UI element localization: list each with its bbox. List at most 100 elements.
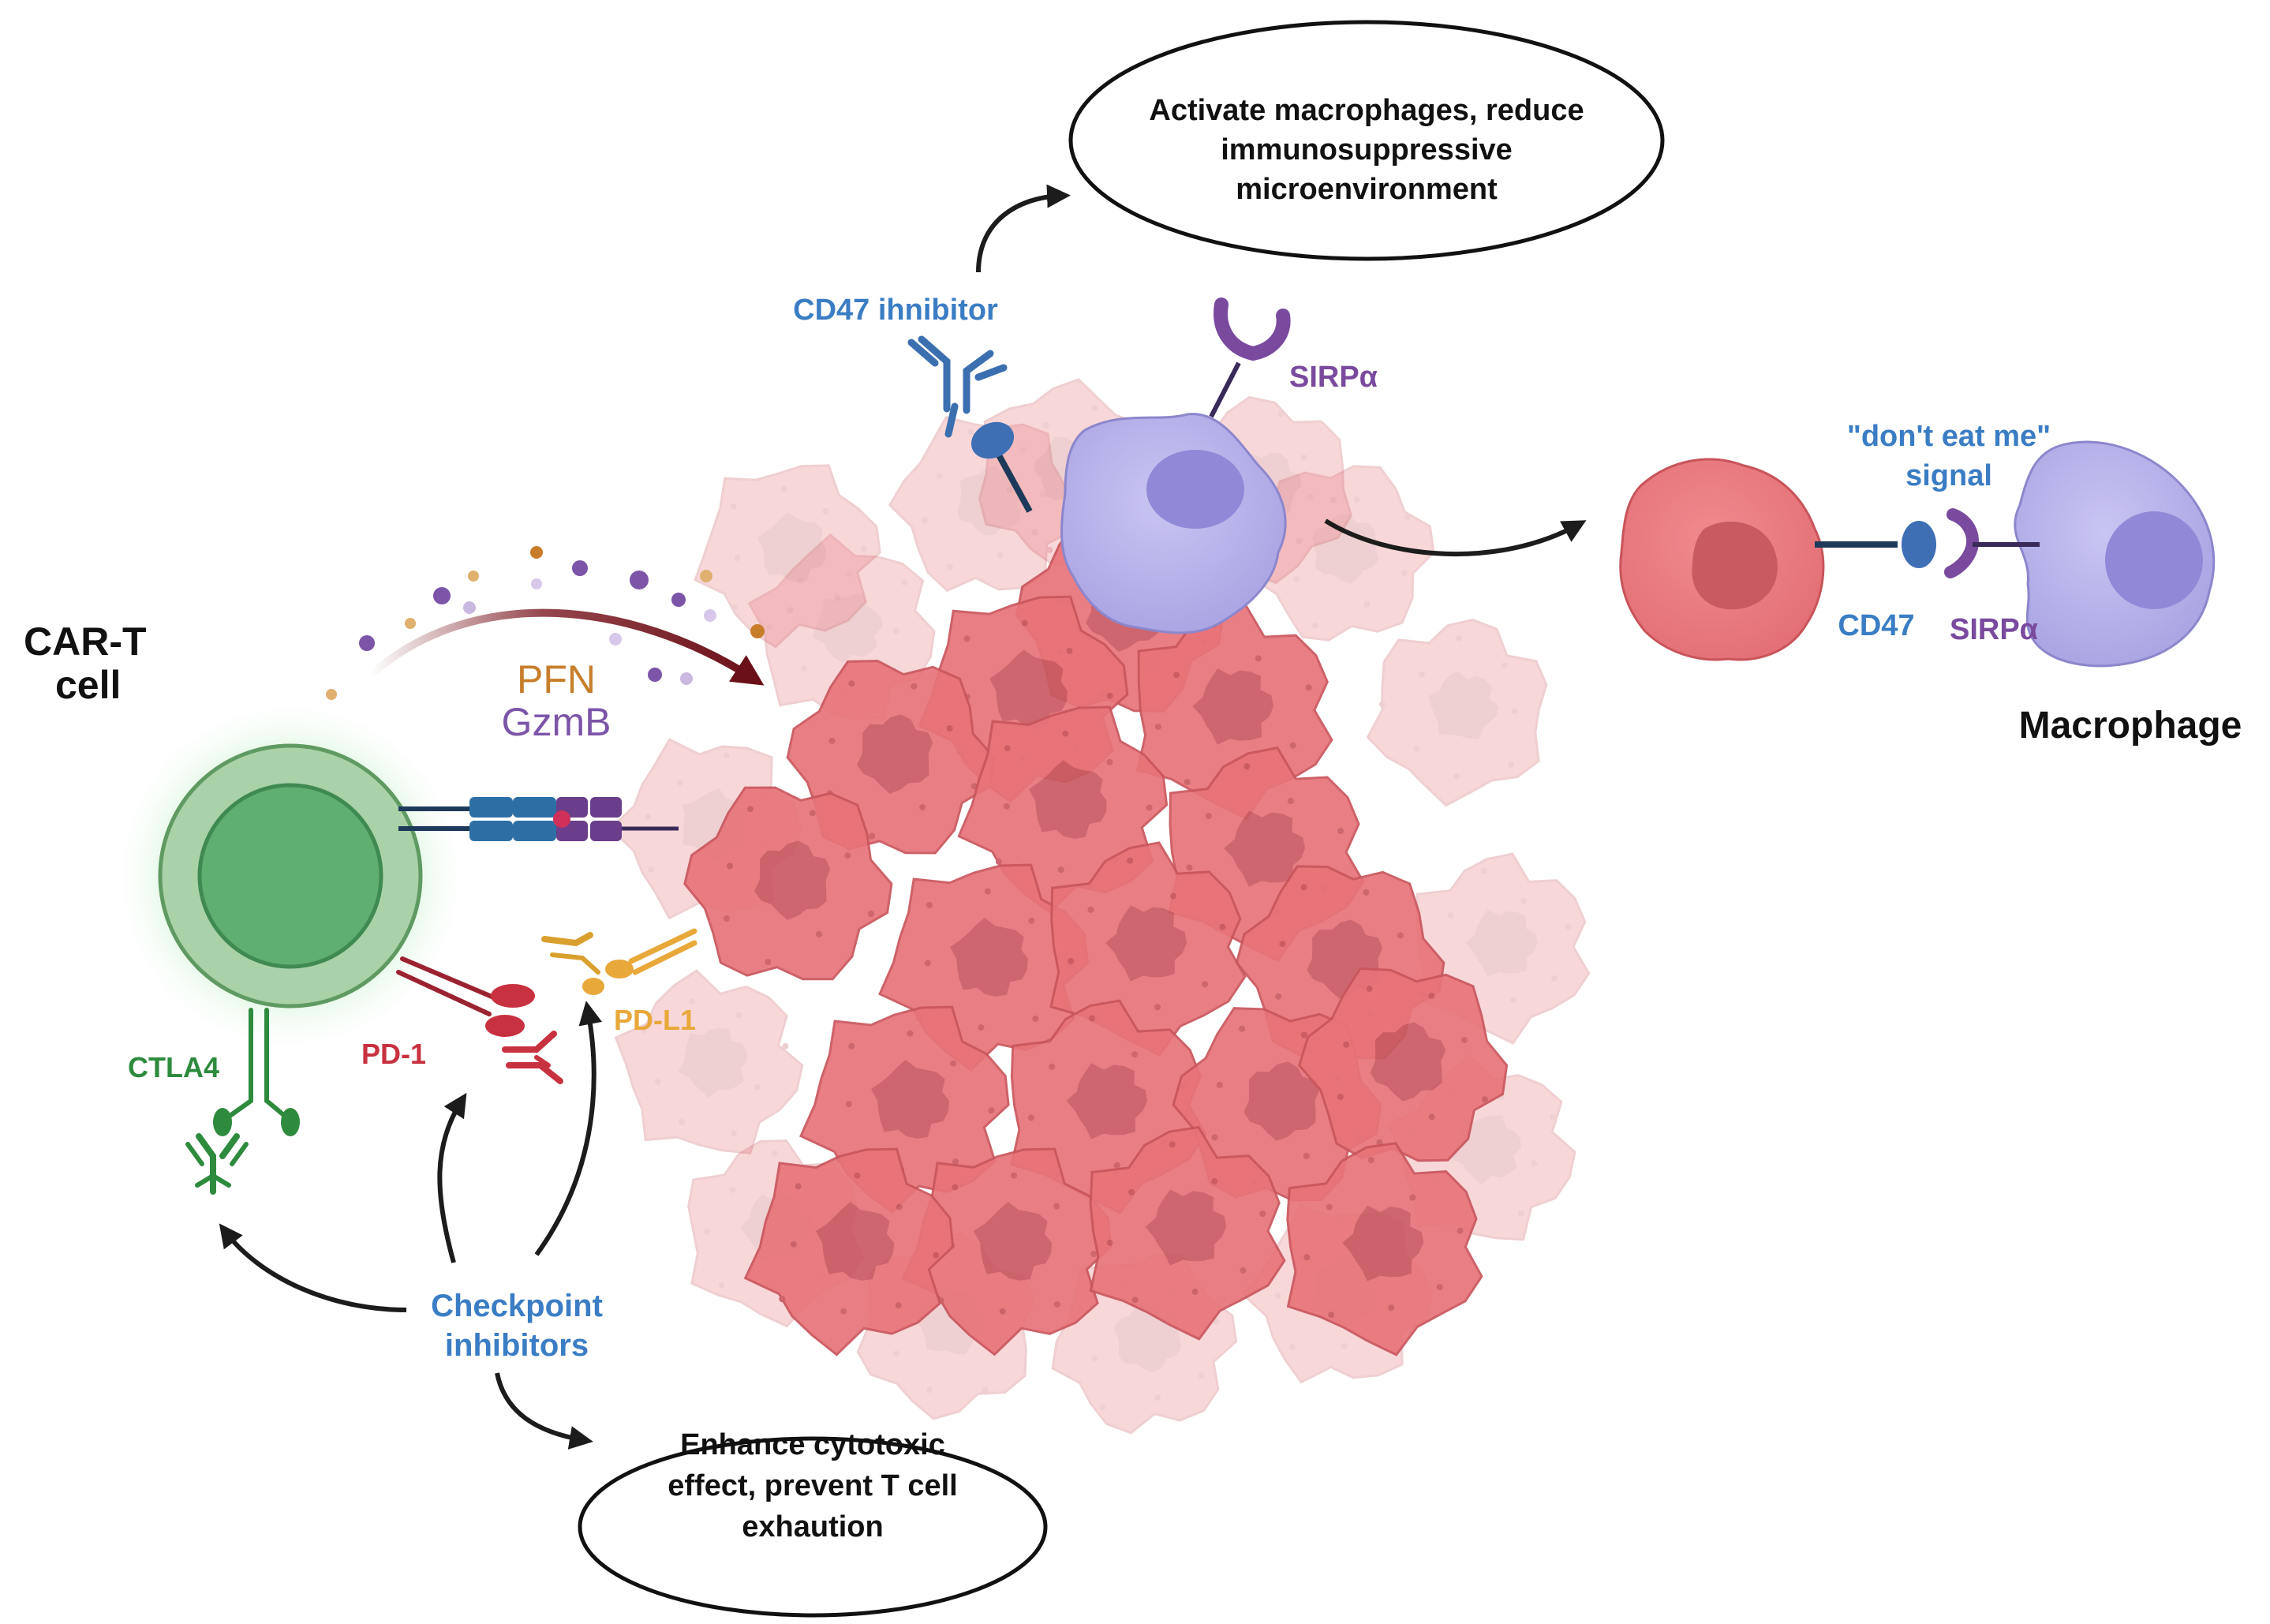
cell-speck [782,1042,789,1050]
cell-speck [1507,761,1514,769]
cell-speck [1216,1081,1223,1088]
cell-speck [1028,917,1035,924]
bottom-oval [578,1436,1048,1618]
arrow-to-pdl1 [534,1001,603,1256]
cell-speck [1531,1160,1538,1167]
cell-speck [800,665,807,672]
cell-speck [1099,1404,1106,1411]
granule [359,635,375,651]
cell-speck [1300,884,1307,891]
tumor-cell [1286,1142,1483,1356]
arrow-to-top-oval [976,184,1071,273]
cell-speck [978,1024,985,1031]
checkpoint-label-line2: inhibitors [445,1328,589,1363]
cell-speck [924,960,931,967]
cell-speck [798,578,805,585]
cell-speck [933,1252,940,1259]
cell-speck [963,635,970,642]
tumor-cell [1248,465,1435,642]
cell-speck [901,578,908,586]
cell-speck [1062,730,1069,737]
cell-speck [1131,1051,1139,1058]
cell-speck [1154,1394,1161,1401]
cell-speck [1457,1227,1464,1234]
cell-speck [1255,655,1262,662]
cell-speck [1191,1288,1199,1295]
cd47-inhibitor-complex [907,335,1033,513]
cell-speck [1042,421,1049,428]
cell-speck [1127,857,1134,864]
cell-speck [982,1386,989,1394]
cell-speck [828,737,836,744]
oval-top-line2: immunosuppressive [1221,133,1513,167]
cell-speck [1509,997,1516,1004]
cell-speck [754,1083,761,1091]
cell-speck [648,866,655,874]
cell-speck [724,915,730,922]
cell-speck [1057,866,1064,874]
cell-speck [1172,672,1180,679]
cell-speck [952,1184,959,1191]
cell-speck [1311,622,1318,629]
cell-speck [893,628,899,634]
pdl1-label: PD-L1 [614,1004,696,1036]
pd1-label: PD-1 [361,1038,426,1070]
cell-speck [1003,803,1010,810]
granule [750,624,765,638]
cell-speck [654,1079,661,1086]
cell-speck [676,779,683,786]
cell-speck [1091,1355,1098,1362]
cell-speck [911,683,918,690]
cd47-inhibitor-label: CD47 ihnibitor [793,294,998,327]
cell-speck [1300,1031,1307,1038]
cell-speck [641,1027,648,1034]
arrow-to-bottom-oval [495,1372,593,1450]
cell-speck [1019,447,1027,454]
cell-speck [967,428,974,436]
cell-speck [1436,1284,1443,1291]
granule [405,618,416,629]
cell-speck [1549,1113,1556,1121]
tumor-cell [1049,841,1247,1057]
cell-speck [926,902,933,908]
cell-speck [1279,941,1286,948]
cell-speck [1090,1251,1098,1257]
cell-speck [1307,493,1314,500]
cell-speck [1211,1177,1218,1184]
cell-speck [729,1186,736,1193]
cell-speck [731,604,738,611]
cd47-label: CD47 [1838,609,1914,642]
cell-speck [809,810,816,817]
cell-speck [1343,1041,1350,1048]
cell-speck [795,1183,802,1190]
granule [468,571,479,582]
cell-speck [1428,993,1435,999]
checkpoint-label-line1: Checkpoint [431,1289,603,1323]
cell-speck [1128,1188,1135,1196]
cell-speck [1501,662,1508,669]
oval-bottom-line3: exhaution [742,1510,883,1544]
oval-bottom-line1: Enhance cytotoxic [680,1428,945,1461]
tumor-cell [694,464,881,649]
cell-speck [845,1101,852,1108]
cell-speck [834,594,841,601]
cell-speck [1031,529,1038,536]
granule [530,546,543,559]
tumor-cell [683,786,893,981]
granule [671,593,686,607]
cell-speck [1293,576,1300,582]
tumor-cell [743,1147,955,1356]
right-tumor-cell [1619,458,1825,661]
cell-speck [1413,745,1420,752]
cell-speck [1296,537,1303,544]
cell-speck [1219,923,1226,930]
cell-speck [868,911,874,917]
cell-speck [937,473,943,480]
cytotoxic-arrow [368,608,765,686]
ctla4-receptor [185,1008,300,1195]
cell-speck [735,1012,742,1019]
cell-speck [919,804,926,811]
cell-speck [999,1308,1006,1315]
cell-speck [952,1158,959,1166]
cell-speck [1277,410,1285,417]
